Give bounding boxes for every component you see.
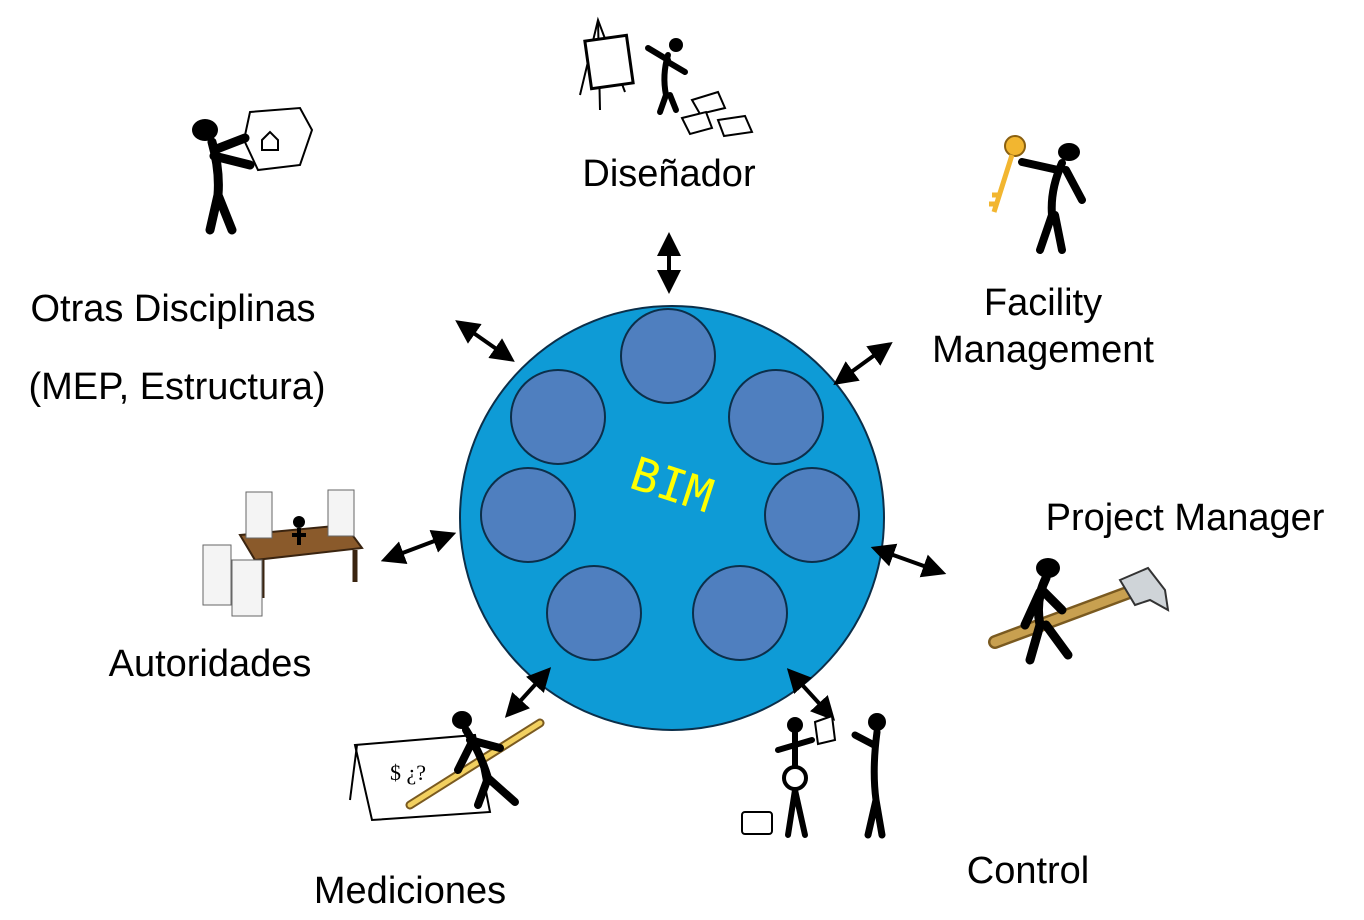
key-figure [989, 135, 1086, 254]
measuring-figure: $ ¿? [349, 711, 545, 822]
label-autoridades: Autoridades [108, 643, 312, 685]
bim-node [692, 565, 788, 661]
desk-paperwork-figure [202, 489, 364, 617]
bim-hub: BIM [459, 305, 885, 731]
double-arrow-icon [870, 543, 947, 578]
clipart-symbols: $ ¿? [390, 760, 426, 785]
double-arrow-icon [380, 530, 457, 564]
label-project-manager: Project Manager [1045, 497, 1325, 539]
bim-node [546, 565, 642, 661]
bim-node [728, 369, 824, 465]
blueprint-figure [192, 106, 314, 235]
bim-node [480, 467, 576, 563]
bim-node [620, 308, 716, 404]
designer-easel-figure [579, 16, 754, 138]
hammer-figure [988, 558, 1170, 665]
label-designer: Diseñador [582, 153, 756, 195]
double-arrow-icon [833, 341, 893, 386]
label-otras-line1: Otras Disciplinas [30, 288, 316, 330]
label-facility-line2: Management [932, 329, 1154, 371]
control-group-figure [741, 713, 886, 839]
label-control: Control [966, 850, 1090, 892]
bim-node [510, 369, 606, 465]
label-facility-line1: Facility [983, 282, 1103, 324]
label-mediciones: Mediciones [313, 870, 507, 912]
bim-node [764, 467, 860, 563]
label-otras-line2: (MEP, Estructura) [28, 366, 326, 408]
double-arrow-icon [455, 320, 515, 362]
double-arrow-icon [786, 668, 836, 721]
double-arrow-icon [504, 667, 552, 718]
